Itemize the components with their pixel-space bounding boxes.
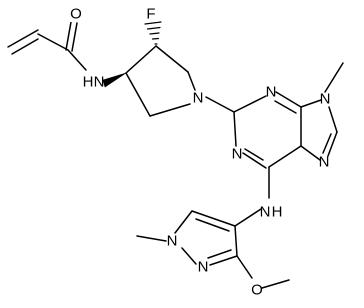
atom-nitrogen-purine-n1: N — [266, 84, 277, 101]
bond-group — [7, 21, 344, 289]
bond-carbonyl-o-b — [71, 22, 78, 52]
stereo-wedge-bond-nh — [102, 72, 127, 88]
bond-vinyl-carbonyl — [37, 33, 69, 51]
bond-n7-c5 — [300, 145, 321, 161]
stereo-hash-bond-f — [144, 21, 162, 45]
bond-c3-o — [236, 255, 253, 279]
bond-pz-n1-methyl — [136, 235, 167, 242]
atom-nitrogen-pyrrolidine: N — [193, 90, 204, 107]
atom-labels: O F N H N N N N N N H N N O — [69, 5, 330, 299]
bond-n9-methyl — [324, 62, 344, 93]
bond-c4-n9 — [300, 99, 322, 108]
bond-c2-c3 — [125, 72, 151, 117]
bond-o-methyl — [261, 279, 290, 289]
atom-nitrogen-pyrazole-n1: N — [167, 233, 178, 250]
bond-vinyl-double-outer — [7, 29, 39, 48]
bond-pz-c3-c4 — [234, 225, 238, 257]
atom-hydrogen-amide: H — [83, 74, 94, 91]
atom-oxygen-carbonyl: O — [70, 6, 82, 23]
bond-n-c2 — [149, 103, 191, 117]
bond-nh-pyrazole — [234, 208, 262, 227]
bond-carbonyl-nh — [67, 49, 87, 71]
bond-pz-c5-n1 — [174, 210, 193, 234]
bond-c8-n7-a — [327, 131, 338, 157]
bond-c6-n3-b — [244, 148, 264, 161]
bond-c8-n7-b — [322, 133, 332, 154]
atom-nitrogen-purine-n3: N — [232, 146, 243, 163]
bond-c4-c5 — [155, 45, 189, 73]
atom-nitrogen-purine-n9: N — [320, 91, 331, 108]
bond-c2-n1 — [233, 95, 267, 113]
bond-pz-c4-c5-a — [191, 210, 236, 227]
bond-pz-n1-n2 — [181, 247, 197, 265]
atom-nitrogen-amide: N — [94, 74, 105, 91]
bond-n3-c2 — [233, 111, 237, 147]
bond-n1-c6-b — [274, 100, 297, 114]
atom-oxygen-methoxy: O — [251, 282, 263, 299]
bond-n9-c8 — [328, 106, 338, 133]
atom-nitrogen-pyrazole-n2: N — [198, 259, 209, 276]
bond-pz-n2-c3-a — [209, 255, 238, 266]
atom-nitrogen-purine-n7: N — [319, 154, 330, 171]
bond-n-purine-c2 — [205, 96, 235, 113]
bond-pz-n2-c3-b — [207, 249, 232, 259]
bond-carbonyl-o-a — [65, 21, 72, 51]
bond-c5-c6 — [268, 145, 302, 168]
bond-n1-c6-a — [275, 91, 302, 108]
atom-nitrogen-linker: N — [260, 204, 271, 221]
atom-hydrogen-linker: H — [272, 204, 283, 221]
bond-c5-n — [187, 71, 196, 91]
bond-pz-c4-c5-b — [195, 218, 230, 232]
bond-c6-n3-a — [242, 152, 267, 169]
atom-fluorine: F — [146, 6, 155, 23]
bond-c3-c4 — [125, 45, 157, 74]
bond-vinyl-double-inner — [11, 38, 39, 55]
